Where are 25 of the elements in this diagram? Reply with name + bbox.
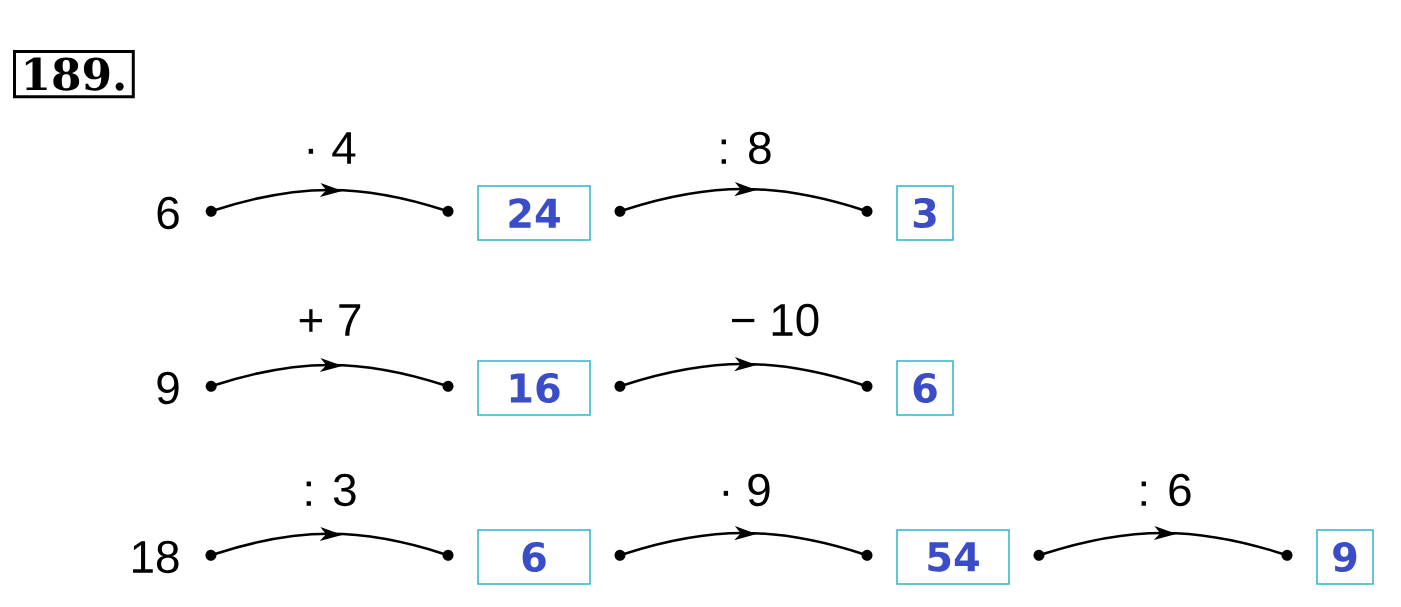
answer-box: 3 (896, 185, 954, 241)
operation-label: : 8 (721, 131, 771, 165)
operation-label: − 10 (732, 303, 819, 337)
arrow (205, 357, 454, 392)
operation-label: · 9 (723, 473, 770, 507)
answer-box: 16 (477, 360, 591, 416)
start-number: 18 (133, 540, 179, 574)
answer-box: 24 (477, 185, 591, 241)
arrow (205, 182, 454, 217)
operation-label: · 4 (308, 132, 356, 164)
answer-box: 6 (896, 360, 954, 416)
operation-label: : 3 (306, 473, 356, 507)
arrow (1033, 525, 1293, 561)
arrow (614, 182, 873, 217)
arrow (205, 526, 454, 561)
operation-label: : 6 (1141, 473, 1191, 507)
answer-box: 6 (477, 529, 591, 585)
arrow (614, 357, 873, 392)
answer-box: 9 (1316, 529, 1374, 585)
answer-box: 54 (896, 529, 1010, 585)
start-number: 6 (157, 196, 179, 230)
arrow (614, 526, 873, 561)
start-number: 9 (157, 371, 179, 405)
title-box: 189. (13, 50, 135, 99)
operation-label: + 7 (299, 304, 361, 336)
